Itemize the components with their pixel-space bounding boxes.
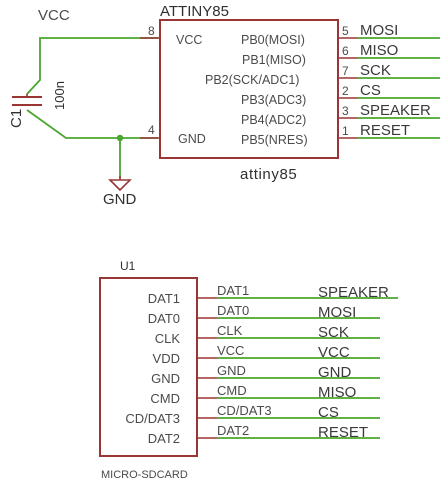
- sd-net-vcc-label: VCC: [318, 344, 350, 361]
- sd-net-sck-label: SCK: [318, 324, 349, 341]
- sdcard-pin-gnd[interactable]: GND GND GND: [151, 363, 380, 386]
- sdcard-wire-vdd-label: VCC: [217, 343, 244, 358]
- attiny-body[interactable]: [159, 19, 339, 159]
- attiny-pin-6-number: 6: [342, 44, 349, 58]
- gnd-wire: [26, 109, 158, 139]
- net-miso-label: MISO: [360, 42, 398, 59]
- sd-net-gnd-label: GND: [318, 364, 352, 381]
- attiny-pin-2-label: PB3(ADC3): [241, 93, 306, 107]
- attiny-pin-2[interactable]: PB3(ADC3) 2 CS: [241, 82, 440, 107]
- net-speaker-label: SPEAKER: [360, 102, 431, 119]
- attiny-pin-5-label: PB0(MOSI): [241, 33, 305, 47]
- attiny-pin-8-label: VCC: [176, 33, 202, 47]
- attiny-pin-5-number: 5: [342, 24, 349, 38]
- sdcard-pin-cmd-label: CMD: [150, 391, 180, 406]
- vcc-net-label: VCC: [38, 7, 70, 24]
- attiny-pin-6[interactable]: PB1(MISO) 6 MISO: [242, 42, 440, 67]
- attiny-pin-1[interactable]: PB5(NRES) 1 RESET: [241, 122, 440, 147]
- sd-net-miso-label: MISO: [318, 384, 356, 401]
- sdcard-pin-vdd-label: VDD: [153, 351, 180, 366]
- sdcard-pin-dat2[interactable]: DAT2 DAT2 RESET: [148, 423, 380, 446]
- vcc-wire: [26, 37, 158, 95]
- sdcard-wire-dat0-label: DAT0: [217, 303, 249, 318]
- sd-net-mosi-label: MOSI: [318, 304, 356, 321]
- sdcard-wire-gnd-label: GND: [217, 363, 246, 378]
- net-sck-label: SCK: [360, 62, 391, 79]
- attiny-pin-1-label: PB5(NRES): [241, 133, 308, 147]
- sdcard-pin-dat1[interactable]: DAT1 DAT1 SPEAKER: [148, 283, 398, 306]
- net-cs-label: CS: [360, 82, 381, 99]
- attiny-pin-1-number: 1: [342, 124, 349, 138]
- attiny-pin-3-label: PB4(ADC2): [241, 113, 306, 127]
- attiny-pin-3[interactable]: PB4(ADC2) 3 SPEAKER: [241, 102, 440, 127]
- capacitor-value: 100n: [52, 81, 67, 110]
- sdcard-pin-cd-dat3[interactable]: CD/DAT3 CD/DAT3 CS: [125, 403, 380, 426]
- sdcard-body[interactable]: [99, 277, 198, 457]
- attiny-pin-7-number: 7: [342, 64, 349, 78]
- sdcard-pin-clk[interactable]: CLK CLK SCK: [155, 323, 380, 346]
- sdcard-wire-cd-dat3-label: CD/DAT3: [217, 403, 272, 418]
- capacitor-c1[interactable]: [12, 94, 42, 106]
- sdcard-wire-clk-label: CLK: [217, 323, 243, 338]
- attiny-pin-6-label: PB1(MISO): [242, 53, 306, 67]
- attiny-pin-4[interactable]: 4 GND: [140, 123, 206, 146]
- sdcard-pin-dat1-label: DAT1: [148, 291, 180, 306]
- net-reset-label: RESET: [360, 122, 410, 139]
- attiny-value-label: attiny85: [240, 166, 297, 183]
- sdcard-pin-dat0[interactable]: DAT0 DAT0 MOSI: [148, 303, 380, 326]
- attiny-pin-4-number: 4: [148, 123, 155, 137]
- attiny-pin-7-label: PB2(SCK/ADC1): [205, 73, 299, 87]
- attiny-pin-8[interactable]: 8 VCC: [140, 24, 202, 47]
- attiny-part-label: ATTINY85: [160, 3, 229, 20]
- sdcard-value-label: MICRO-SDCARD: [101, 469, 188, 481]
- ground-symbol-icon: [108, 176, 132, 192]
- sd-net-cs-label: CS: [318, 404, 339, 421]
- sd-net-reset-label: RESET: [318, 424, 368, 441]
- sdcard-wire-dat2-label: DAT2: [217, 423, 249, 438]
- sdcard-wire-dat1-label: DAT1: [217, 283, 249, 298]
- sdcard-pin-clk-label: CLK: [155, 331, 181, 346]
- sdcard-ref-label: U1: [120, 259, 136, 273]
- sdcard-pin-dat0-label: DAT0: [148, 311, 180, 326]
- attiny-pin-7[interactable]: PB2(SCK/ADC1) 7 SCK: [205, 62, 440, 87]
- gnd-net-label: GND: [103, 191, 137, 208]
- attiny-pin-8-number: 8: [148, 24, 155, 38]
- attiny-pin-5[interactable]: PB0(MOSI) 5 MOSI: [241, 22, 440, 47]
- sd-net-speaker-label: SPEAKER: [318, 284, 389, 301]
- attiny-pin-4-label: GND: [178, 132, 206, 146]
- net-mosi-label: MOSI: [360, 22, 398, 39]
- attiny-pin-2-number: 2: [342, 84, 349, 98]
- sdcard-pin-dat2-label: DAT2: [148, 431, 180, 446]
- sdcard-pin-vdd[interactable]: VDD VCC VCC: [153, 343, 380, 366]
- sdcard-pin-cd-dat3-label: CD/DAT3: [125, 411, 180, 426]
- sdcard-wire-cmd-label: CMD: [217, 383, 247, 398]
- sdcard-pin-gnd-label: GND: [151, 371, 180, 386]
- sdcard-pin-cmd[interactable]: CMD CMD MISO: [150, 383, 380, 406]
- capacitor-name: C1: [8, 109, 25, 128]
- attiny-pin-3-number: 3: [342, 104, 349, 118]
